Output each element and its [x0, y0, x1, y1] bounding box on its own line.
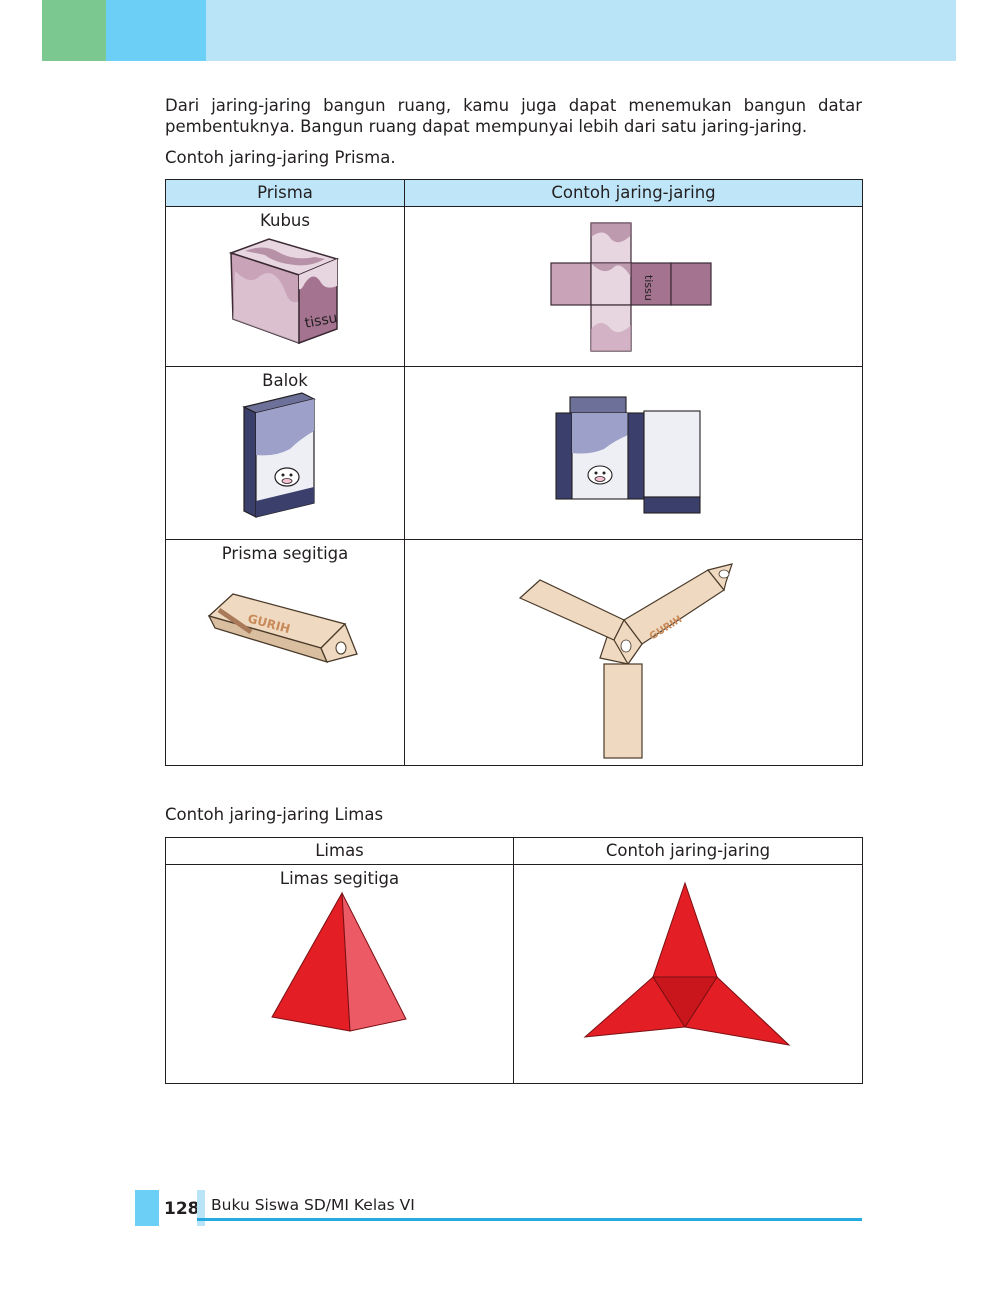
triangular-pyramid-image	[270, 891, 407, 1032]
triangular-prism-net-image: GURIH	[518, 563, 733, 759]
cube-net-tissu-text: tissu	[642, 275, 655, 301]
triangular-prism-image: GURIH	[207, 593, 358, 664]
footer-blue-bar	[135, 1190, 159, 1226]
cube-tissu-text: tissu	[304, 310, 339, 331]
cell-prisma-segitiga-net: GURIH	[404, 539, 863, 766]
cube-image: tissu	[228, 238, 340, 345]
header-limas: Limas	[165, 837, 514, 865]
page-number: 128	[164, 1199, 200, 1219]
footer-light-bar	[197, 1190, 205, 1226]
limas-table-header: Limas Contoh jaring-jaring	[165, 837, 863, 865]
banner-light-strip	[206, 0, 956, 61]
page-footer: 128 Buku Siswa SD/MI Kelas VI	[135, 1190, 862, 1226]
limas-caption: Contoh jaring-jaring Limas	[165, 805, 384, 824]
footer-rule	[197, 1218, 862, 1221]
label-balok: Balok	[262, 371, 308, 390]
cell-kubus: Kubus tissu	[165, 206, 405, 367]
table-row: Prisma segitiga GURIH GURIH	[165, 539, 863, 766]
cell-limas-segitiga: Limas segitiga	[165, 864, 514, 1084]
table-row: Balok	[165, 366, 863, 540]
intro-paragraph: Dari jaring-jaring bangun ruang, kamu ju…	[165, 96, 862, 136]
page-header-banner	[42, 0, 956, 61]
header-net: Contoh jaring-jaring	[404, 179, 863, 207]
banner-green-block	[42, 0, 106, 61]
cell-limas-segitiga-net	[513, 864, 863, 1084]
book-title: Buku Siswa SD/MI Kelas VI	[211, 1196, 415, 1214]
table-row: Limas segitiga	[165, 864, 863, 1084]
banner-blue-block	[106, 0, 206, 61]
cell-prisma-segitiga: Prisma segitiga GURIH	[165, 539, 405, 766]
limas-table: Limas Contoh jaring-jaring Limas segitig…	[165, 837, 863, 1084]
triangular-pyramid-net-image	[583, 881, 791, 1046]
cuboid-image	[242, 392, 316, 518]
table-row: Kubus tissu tissu	[165, 206, 863, 367]
label-kubus: Kubus	[260, 211, 310, 230]
cell-balok: Balok	[165, 366, 405, 540]
cell-balok-net	[404, 366, 863, 540]
cuboid-net-image	[554, 396, 701, 514]
prisma-caption: Contoh jaring-jaring Prisma.	[165, 148, 396, 167]
prisma-table: Prisma Contoh jaring-jaring Kubus tissu	[165, 179, 863, 766]
prisma-table-header: Prisma Contoh jaring-jaring	[165, 179, 863, 207]
label-limas-segitiga: Limas segitiga	[279, 869, 400, 888]
header-limas-net: Contoh jaring-jaring	[513, 837, 863, 865]
header-prisma: Prisma	[165, 179, 405, 207]
cell-kubus-net: tissu	[404, 206, 863, 367]
cube-net-image: tissu	[549, 222, 712, 352]
label-prisma-segitiga: Prisma segitiga	[221, 544, 349, 563]
